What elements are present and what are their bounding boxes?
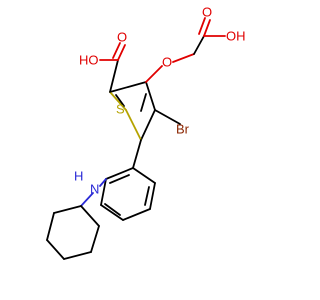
bond-cy3 — [63, 251, 92, 260]
acid-o-left-label: O — [117, 29, 127, 44]
bond-ph-inner-c — [109, 174, 130, 184]
bond-cy1 — [80, 205, 100, 227]
bond-ph3 — [122, 208, 151, 221]
molecule-canvas: HO O S O O OH Br H N — [46, 4, 246, 260]
bond-c-o-double-b — [112, 42, 121, 59]
bond-s-c2 — [109, 91, 127, 111]
bond-n-cy — [80, 192, 94, 207]
bond-cy4 — [46, 239, 65, 260]
bond-cy5 — [46, 212, 55, 241]
bond-c2-s-inner — [115, 94, 125, 107]
ring-s-label: S — [116, 101, 125, 116]
phenyl-ring — [100, 139, 156, 221]
structure-diagram: HO O S O O OH Br H N — [46, 4, 246, 260]
bond-ch2-c — [193, 35, 205, 55]
bond-cy2 — [90, 225, 100, 253]
bond-ph-n — [99, 178, 107, 187]
bond-c-o-double-a — [117, 44, 126, 61]
bond-ph-inner-b — [104, 203, 121, 216]
bond-o-ch2 — [172, 53, 195, 63]
bond-c5-s — [125, 109, 142, 141]
bond-c5-ph — [132, 139, 142, 169]
bond-ph2 — [149, 182, 156, 210]
cyclohexane-ring — [46, 205, 100, 260]
bond-c4-br — [154, 109, 181, 125]
acid-oh-left-label: HO — [79, 52, 99, 67]
bond-c2-ccooh — [109, 59, 119, 93]
oxyacetic-acid-group — [145, 17, 226, 83]
bond-c-o-double-b2 — [198, 17, 206, 35]
bond-c4-c5 — [140, 109, 156, 141]
nh-h-label: H — [74, 168, 83, 183]
bond-c2-c3 — [109, 81, 147, 93]
bond-ph4 — [100, 204, 124, 221]
carboxyl-group-left — [99, 42, 126, 93]
bond-cy6 — [53, 205, 82, 214]
bond-ph6 — [105, 167, 134, 180]
thiophene-ring — [109, 81, 156, 141]
bond-ph-inner-a — [144, 186, 150, 206]
bond-c3-c4 — [145, 81, 156, 111]
ether-o-label: O — [162, 54, 172, 69]
bond-ph1 — [132, 167, 156, 184]
bond-ph5 — [100, 178, 107, 206]
bond-c-o-double-a2 — [203, 19, 211, 37]
bond-c3-c4-double — [140, 93, 147, 112]
acid-oh-right-label: OH — [226, 28, 246, 43]
br-label: Br — [176, 121, 190, 136]
bond-c3-o — [145, 65, 163, 83]
acid-o-right-label: O — [202, 4, 212, 19]
nh-n-label: N — [90, 181, 99, 196]
